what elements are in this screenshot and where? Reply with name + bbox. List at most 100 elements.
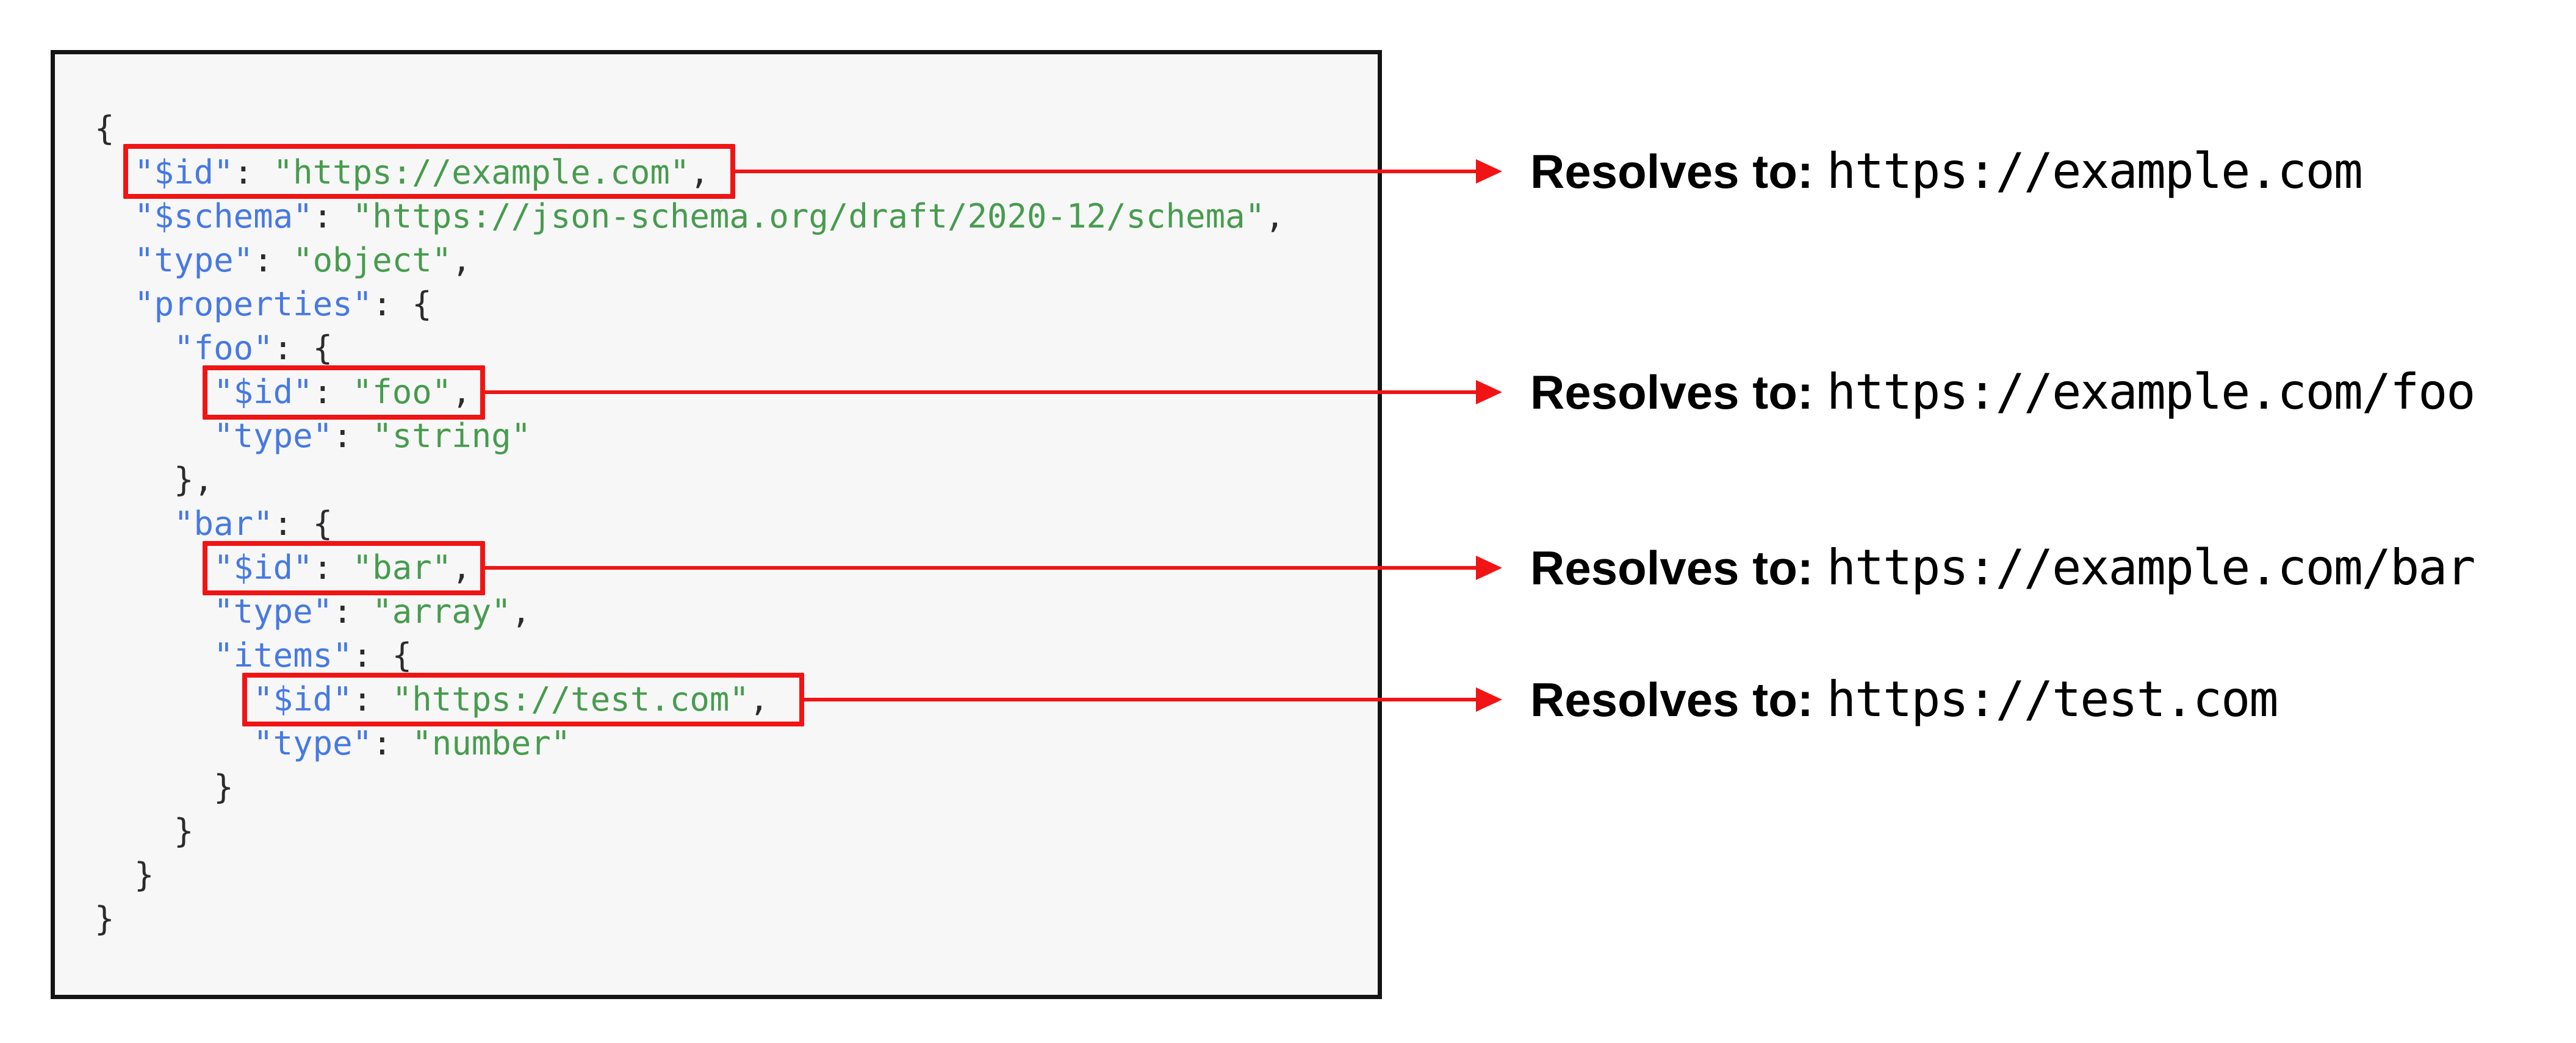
arrow-line — [485, 390, 1476, 394]
arrowhead-icon — [1476, 556, 1502, 580]
code-line: "type": "object", — [95, 238, 1378, 282]
json-punctuation: : — [333, 592, 373, 631]
json-punctuation: : — [352, 680, 392, 719]
json-punctuation: { — [95, 109, 115, 148]
json-punctuation: : — [312, 197, 353, 235]
resolve-url: https://test.com — [1826, 671, 2279, 728]
code-line: "properties": { — [95, 282, 1378, 326]
code-line: } — [95, 853, 1378, 897]
json-punctuation — [95, 504, 174, 543]
json-punctuation: } — [95, 812, 194, 850]
code-line: "type": "string" — [95, 414, 1378, 458]
code-line: "foo": { — [95, 326, 1378, 370]
json-punctuation: : { — [372, 285, 432, 323]
json-punctuation: : — [333, 417, 373, 455]
resolve-prefix: Resolves to: — [1530, 365, 1813, 419]
json-key: "items" — [214, 636, 353, 675]
json-string: "string" — [372, 417, 531, 455]
code-line: "$schema": "https://json-schema.org/draf… — [95, 195, 1378, 238]
json-key: "$id" — [134, 153, 234, 192]
json-string: "https://json-schema.org/draft/2020-12/s… — [352, 197, 1265, 235]
json-key: "type" — [253, 724, 373, 762]
resolve-label-test: Resolves to: https://test.com — [1530, 671, 2279, 728]
code-line: "$id": "bar", — [95, 546, 1378, 590]
json-punctuation: , — [452, 548, 472, 587]
code-line: } — [95, 809, 1378, 853]
resolve-prefix: Resolves to: — [1530, 673, 1813, 726]
json-punctuation — [95, 329, 174, 367]
json-key: "foo" — [174, 329, 273, 367]
json-string: "array" — [372, 592, 511, 631]
highlight-box-foo-id — [203, 365, 485, 420]
json-punctuation: } — [95, 856, 154, 894]
json-punctuation — [95, 285, 134, 323]
json-punctuation: , — [452, 373, 472, 411]
json-punctuation: : — [372, 724, 412, 762]
arrowhead-icon — [1476, 159, 1502, 184]
code-line: } — [95, 765, 1378, 809]
json-punctuation: : — [253, 241, 293, 279]
code-line: "$id": "https://example.com", — [95, 151, 1378, 195]
json-punctuation: } — [95, 768, 234, 806]
json-punctuation — [95, 241, 134, 279]
highlight-box-root-id — [123, 144, 735, 199]
highlight-box-test-id — [242, 673, 804, 726]
resolve-url: https://example.com/bar — [1826, 539, 2476, 596]
resolve-url: https://example.com/foo — [1826, 364, 2476, 420]
resolve-label-foo: Resolves to: https://example.com/foo — [1530, 364, 2476, 420]
json-punctuation: , — [1265, 197, 1285, 235]
json-punctuation: : — [312, 548, 353, 587]
code-panel: { "$id": "https://example.com", "$schema… — [51, 50, 1382, 999]
resolve-prefix: Resolves to: — [1530, 541, 1813, 595]
code-line: "type": "number" — [95, 722, 1378, 765]
json-punctuation: , — [689, 153, 710, 192]
json-punctuation — [95, 197, 134, 235]
code-line: "$id": "foo", — [95, 370, 1378, 414]
code-line: "items": { — [95, 634, 1378, 678]
code-line: } — [95, 897, 1378, 941]
json-key: "$id" — [214, 548, 313, 587]
json-punctuation — [95, 548, 214, 587]
arrowhead-icon — [1476, 380, 1502, 404]
json-punctuation: , — [749, 680, 769, 719]
json-string: "number" — [412, 724, 571, 762]
json-key: "$schema" — [134, 197, 313, 235]
json-key: "type" — [214, 417, 333, 455]
json-punctuation: : { — [273, 329, 333, 367]
code-line: "type": "array", — [95, 590, 1378, 634]
json-punctuation — [95, 592, 214, 631]
code-block: { "$id": "https://example.com", "$schema… — [55, 54, 1378, 941]
json-punctuation: , — [511, 592, 531, 631]
arrow-line — [804, 698, 1476, 701]
json-key: "properties" — [134, 285, 373, 323]
json-string: "object" — [293, 241, 452, 279]
json-punctuation: , — [452, 241, 472, 279]
json-punctuation: : { — [273, 504, 333, 543]
json-key: "$id" — [214, 373, 313, 411]
resolve-label-bar: Resolves to: https://example.com/bar — [1530, 539, 2476, 596]
json-punctuation — [95, 724, 253, 762]
arrow-line — [485, 566, 1476, 570]
json-punctuation — [95, 417, 214, 455]
code-line: { — [95, 107, 1378, 151]
json-string: "https://test.com" — [392, 680, 749, 719]
json-string: "foo" — [352, 373, 452, 411]
json-punctuation — [95, 636, 214, 675]
json-punctuation — [95, 373, 214, 411]
json-string: "https://example.com" — [273, 153, 690, 192]
code-line: "$id": "https://test.com", — [95, 678, 1378, 722]
json-punctuation: } — [95, 900, 115, 938]
json-key: "bar" — [174, 504, 273, 543]
highlight-box-bar-id — [203, 541, 485, 595]
json-key: "type" — [134, 241, 254, 279]
arrowhead-icon — [1476, 687, 1502, 712]
json-punctuation: }, — [95, 461, 214, 499]
json-punctuation: : { — [352, 636, 412, 675]
resolve-url: https://example.com — [1826, 143, 2363, 199]
code-line: "bar": { — [95, 502, 1378, 546]
json-punctuation: : — [233, 153, 273, 192]
code-line: }, — [95, 458, 1378, 502]
resolve-prefix: Resolves to: — [1530, 145, 1813, 198]
arrow-line — [735, 170, 1476, 173]
